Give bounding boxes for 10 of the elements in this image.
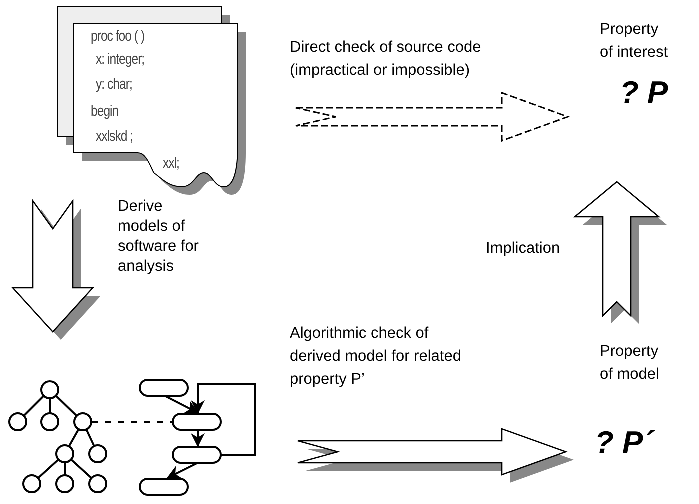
code-line: proc foo ( ) — [91, 29, 145, 45]
code-line: begin — [91, 104, 119, 120]
code-line: xxlskd ; — [96, 129, 134, 145]
code-line: xxl; — [163, 156, 180, 172]
property-symbol: ? P´ — [595, 426, 654, 460]
code-line: y: char; — [96, 77, 132, 93]
property-title: Property of model — [600, 342, 660, 385]
property-symbol: ? P — [620, 76, 668, 110]
property-title: Property of interest — [600, 20, 670, 63]
code-line: x: integer; — [96, 52, 145, 68]
